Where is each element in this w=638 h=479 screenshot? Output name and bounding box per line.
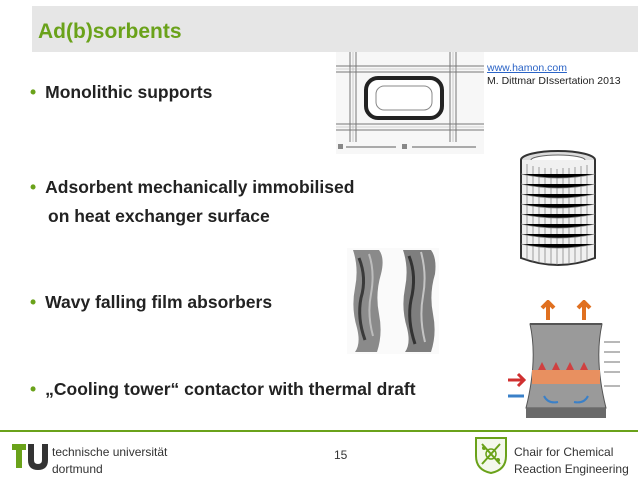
heat-exchanger-cylinder-figure bbox=[520, 150, 596, 266]
bullet-marker: • bbox=[30, 379, 37, 399]
page-number: 15 bbox=[334, 448, 348, 462]
wavy-falling-film-figure bbox=[347, 248, 439, 354]
bullet-wavy-film: • Wavy falling film absorbers bbox=[30, 292, 272, 313]
bullet-marker: • bbox=[30, 177, 37, 197]
university-line-2: dortmund bbox=[52, 462, 103, 476]
chair-line-1: Chair for Chemical bbox=[514, 445, 614, 459]
source-citation: M. Dittmar DIssertation 2013 bbox=[487, 75, 621, 87]
bullet-text: Wavy falling film absorbers bbox=[45, 292, 273, 312]
bullet-monolithic: • Monolithic supports bbox=[30, 82, 212, 103]
bullet-cooling-tower: • „Cooling tower“ contactor with thermal … bbox=[30, 379, 416, 400]
source-link[interactable]: www.hamon.com bbox=[487, 62, 567, 74]
bullet-text: Monolithic supports bbox=[45, 82, 213, 102]
university-line-1: technische universität bbox=[52, 445, 168, 459]
university-name: technische universität dortmund bbox=[52, 444, 167, 478]
title-bar: Ad(b)sorbents bbox=[32, 6, 638, 52]
bullet-adsorbent-continuation: on heat exchanger surface bbox=[48, 206, 270, 226]
chair-name: Chair for Chemical Reaction Engineering bbox=[514, 444, 629, 478]
tu-dortmund-logo bbox=[10, 438, 50, 470]
chair-emblem-icon bbox=[475, 437, 507, 474]
cooling-tower-figure bbox=[508, 300, 620, 418]
source-reference: www.hamon.com M. Dittmar DIssertation 20… bbox=[487, 62, 621, 88]
chair-line-2: Reaction Engineering bbox=[514, 462, 629, 476]
footer-divider bbox=[0, 430, 638, 432]
bullet-marker: • bbox=[30, 82, 37, 102]
bullet-text: Adsorbent mechanically immobilised bbox=[45, 177, 355, 197]
bullet-marker: • bbox=[30, 292, 37, 312]
bullet-text: „Cooling tower“ contactor with thermal d… bbox=[45, 379, 416, 399]
bullet-adsorbent: • Adsorbent mechanically immobilised bbox=[30, 177, 354, 198]
monolith-cross-section-figure bbox=[336, 52, 484, 154]
slide-title: Ad(b)sorbents bbox=[38, 20, 182, 43]
